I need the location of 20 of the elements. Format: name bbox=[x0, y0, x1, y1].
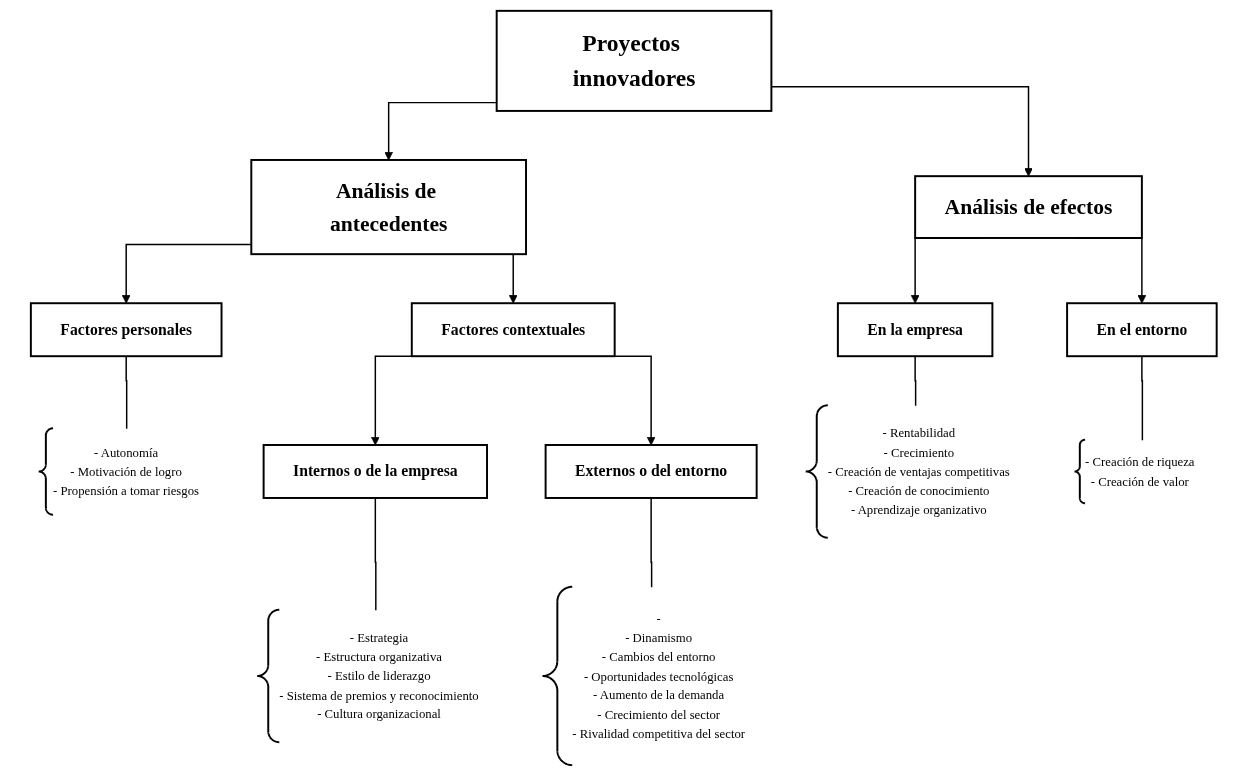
node-box: En la empresa bbox=[836, 302, 994, 358]
node-box: Análisis de efectos bbox=[913, 175, 1143, 239]
node-box: Proyectos innovadores bbox=[495, 9, 773, 112]
node-box: Factores personales bbox=[29, 302, 223, 358]
node-box: Externos o del entorno bbox=[544, 444, 758, 499]
node-text: - Creación de riqueza - Creación de valor bbox=[1084, 454, 1195, 489]
connector bbox=[125, 355, 128, 430]
connector bbox=[650, 497, 653, 588]
node-text: - Estrategia - Estructura organizativa - Estilo de liderazgo - Sistema de premios y reconocimiento - Cultura organizacional bbox=[279, 630, 479, 722]
node-box: En el entorno bbox=[1065, 302, 1218, 358]
node-text: - Rentabilidad - Crecimiento - Creación de ventajas competitivas - Creación de conocimiento - Aprendizaje organizativo bbox=[827, 425, 1010, 517]
node-text: - - Dinamismo - Cambios del entorno - Oportunidades tecnológicas - Aumento de la demanda - Crecimiento del sector - Rivalidad competitiva del sector bbox=[571, 610, 745, 741]
node-box: Internos o de la empresa bbox=[262, 444, 488, 499]
arrow bbox=[121, 243, 252, 304]
node-box: Factores contextuales bbox=[410, 302, 616, 358]
connector bbox=[374, 497, 377, 611]
node-text: - Autonomía - Motivación de logro - Propensión a tomar riesgos bbox=[52, 444, 199, 498]
node-box: Análisis de antecedentes bbox=[250, 159, 527, 256]
connector bbox=[914, 355, 917, 407]
connector bbox=[1140, 355, 1143, 441]
